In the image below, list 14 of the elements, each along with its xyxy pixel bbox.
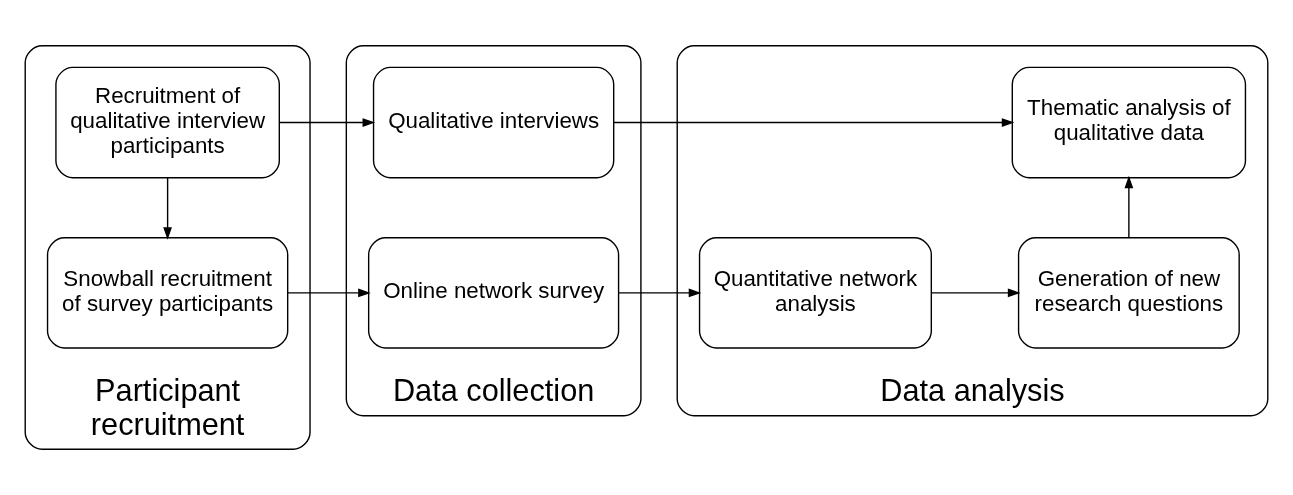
node-box: Quantitative network analysis xyxy=(698,237,933,349)
arrow xyxy=(930,288,1021,298)
node-box: Qualitative interviews xyxy=(372,66,615,179)
arrow xyxy=(618,288,702,298)
arrow xyxy=(287,288,371,298)
arrow xyxy=(1124,175,1134,239)
node-box: Snowball recruitment of survey participants xyxy=(46,237,289,349)
arrow xyxy=(613,118,1015,127)
node-box: Online network survey xyxy=(367,237,620,349)
arrow xyxy=(163,177,173,240)
node-box: Thematic analysis of qualitative data xyxy=(1011,66,1247,179)
node-box: Generation of new research questions xyxy=(1017,237,1240,349)
arrow xyxy=(278,118,376,127)
node-box: Recruitment of qualitative interview participants xyxy=(55,66,280,179)
